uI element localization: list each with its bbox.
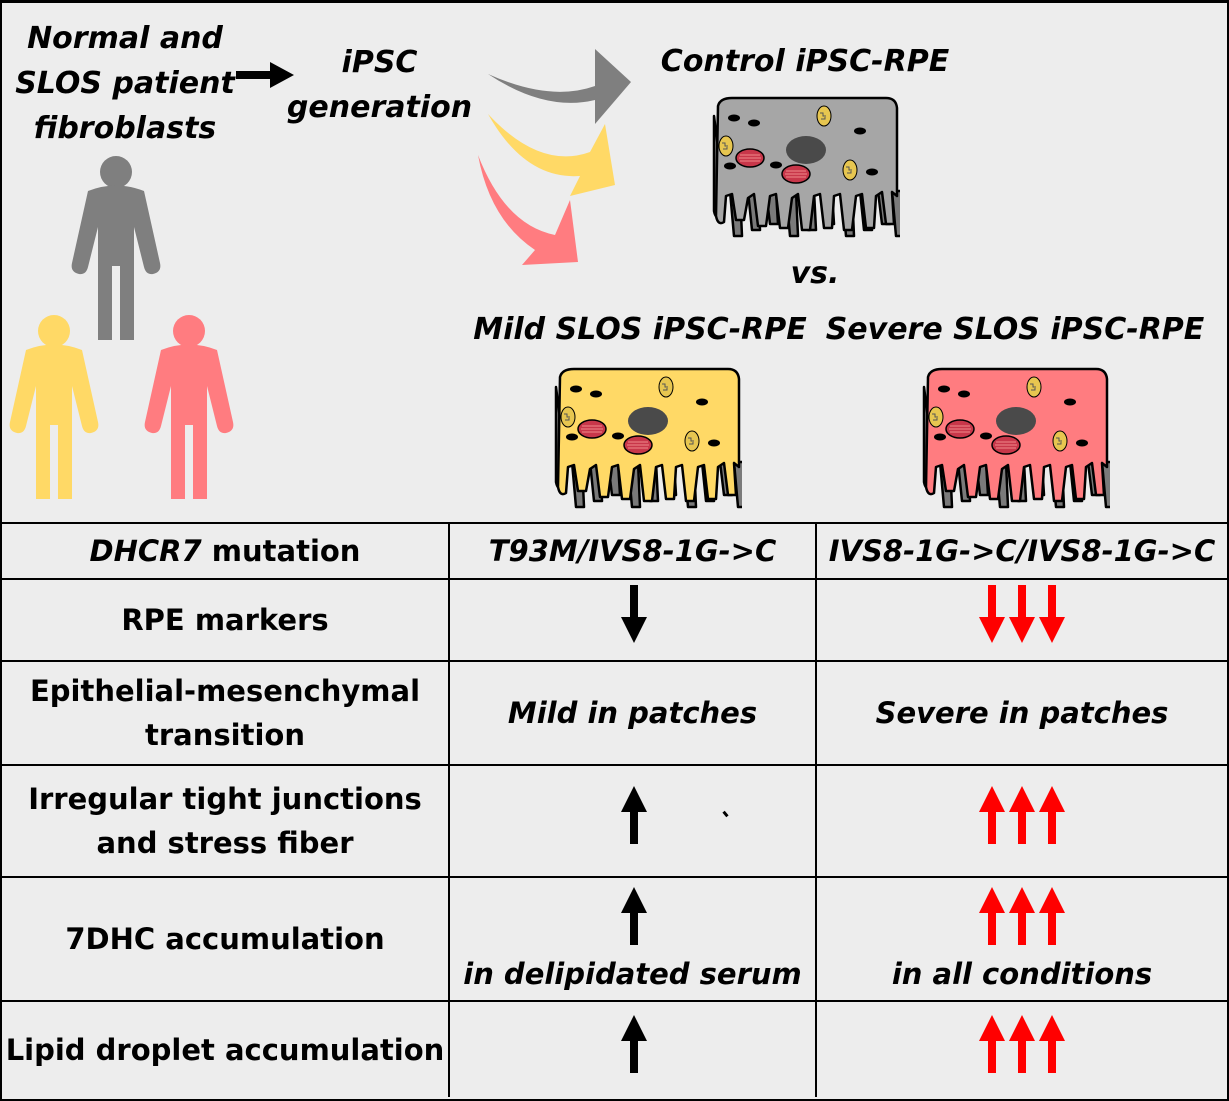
severe-curved-arrow-icon (478, 155, 578, 265)
up-arrow-icon (1009, 1014, 1035, 1073)
control-curved-arrow-icon (488, 49, 631, 124)
down-arrow-icon (1039, 585, 1065, 643)
severe-indicator (977, 786, 1067, 844)
table-row: Irregular tight junctions and stress fibe… (2, 764, 1227, 878)
severe-indicator (977, 1014, 1067, 1073)
row-feature-line: Irregular tight junctions (28, 782, 422, 816)
table-row: Epithelial-mesenchymal transition Mild in… (2, 660, 1227, 766)
row-mild-cell (448, 764, 817, 878)
mild-rpe-cell-icon (542, 367, 748, 519)
row-mild-cell (448, 578, 817, 662)
severe-cell-label: Severe SLOS iPSC-RPE (825, 312, 1205, 347)
mild-indicator (619, 887, 647, 945)
source-label-line: fibroblasts (33, 111, 217, 146)
down-arrow-icon (620, 585, 647, 643)
control-rpe-cell-icon (700, 96, 906, 248)
up-arrow-icon (1039, 786, 1065, 844)
header-severe-mutation: IVS8-1G->C/IVS8-1G->C (815, 522, 1227, 580)
mild-note: in delipidated serum (463, 957, 802, 991)
source-label: Normal and SLOS patient fibroblasts (10, 16, 240, 151)
phenotype-table: DHCR7 mutation T93M/IVS8-1G->C IVS8-1G->… (2, 522, 1227, 1097)
vs-label: vs. (790, 256, 840, 291)
up-arrow-icon (979, 887, 1005, 945)
row-mild-text: Mild in patches (448, 660, 817, 766)
header-mild-mutation: T93M/IVS8-1G->C (448, 522, 817, 580)
table-row: Lipid droplet accumulation (2, 1000, 1227, 1097)
mild-person-icon (9, 315, 99, 499)
row-severe-cell (815, 764, 1227, 878)
mild-indicator (619, 786, 647, 844)
severe-indicator (977, 585, 1067, 643)
row-severe-cell: in all conditions (815, 876, 1227, 1002)
row-feature: Lipid droplet accumulation (2, 1000, 450, 1097)
up-arrow-icon (979, 1014, 1005, 1073)
severe-person-icon (144, 315, 234, 499)
down-arrow-icon (979, 585, 1005, 643)
row-feature-line: and stress fiber (96, 826, 354, 860)
header-feature-cell: DHCR7 mutation (2, 522, 450, 580)
differentiation-arrows (478, 49, 631, 265)
row-feature: Epithelial-mesenchymal transition (2, 660, 450, 766)
process-label: iPSC generation (282, 40, 477, 130)
process-label-line: generation (286, 90, 473, 125)
row-feature: 7DHC accumulation (2, 876, 450, 1002)
down-arrow-icon (1009, 585, 1035, 643)
table-row: 7DHC accumulation in delipidated serum i… (2, 876, 1227, 1002)
severe-note: in all conditions (891, 957, 1153, 991)
gene-name: DHCR7 (89, 534, 202, 568)
row-mild-cell: in delipidated serum (448, 876, 817, 1002)
table-header-row: DHCR7 mutation T93M/IVS8-1G->C IVS8-1G->… (2, 522, 1227, 580)
process-label-line: iPSC (341, 45, 418, 80)
source-label-line: SLOS patient (15, 66, 235, 101)
severe-indicator (977, 887, 1067, 945)
row-feature-line: Epithelial-mesenchymal (29, 674, 421, 708)
control-person-icon (71, 156, 161, 340)
up-arrow-icon (620, 887, 647, 945)
up-arrow-icon (620, 1014, 647, 1073)
row-feature-line: transition (145, 718, 305, 752)
row-mild-cell (448, 1000, 817, 1097)
up-arrow-icon (1009, 786, 1035, 844)
row-feature: RPE markers (2, 578, 450, 662)
row-severe-text: Severe in patches (815, 660, 1227, 766)
up-arrow-icon (1009, 887, 1035, 945)
control-cell-label: Control iPSC-RPE (660, 44, 950, 79)
up-arrow-icon (979, 786, 1005, 844)
mild-cell-label: Mild SLOS iPSC-RPE (473, 312, 807, 347)
up-arrow-icon (1039, 887, 1065, 945)
row-severe-cell (815, 1000, 1227, 1097)
row-feature: Irregular tight junctions and stress fibe… (2, 764, 450, 878)
mild-curved-arrow-icon (488, 114, 615, 196)
severe-rpe-cell-icon (910, 367, 1116, 519)
process-arrow-icon (236, 62, 294, 88)
up-arrow-icon (620, 786, 647, 844)
header-feature-suffix: mutation (201, 534, 361, 568)
row-severe-cell (815, 578, 1227, 662)
up-arrow-icon (1039, 1014, 1065, 1073)
mild-indicator (619, 585, 647, 643)
source-label-line: Normal and (27, 21, 223, 56)
mild-indicator (619, 1014, 647, 1073)
table-row: RPE markers (2, 578, 1227, 662)
